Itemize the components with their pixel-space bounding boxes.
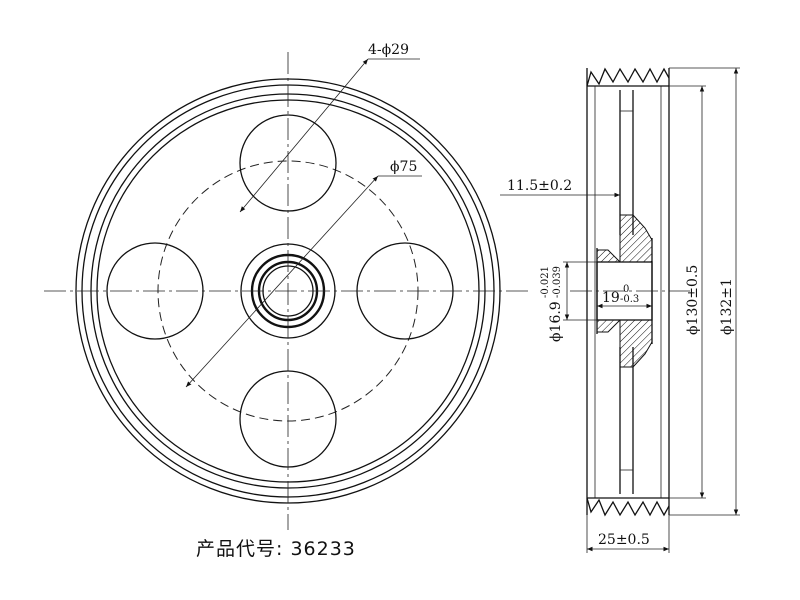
- top-grooves: [586, 67, 670, 87]
- product-code-prefix: 产品代号:: [196, 538, 284, 560]
- hub-tol-upper: 0: [623, 284, 629, 295]
- bore-label: ϕ16.9: [548, 301, 564, 342]
- hub-section-bottom: [596, 319, 653, 368]
- product-code: 产品代号: 36233: [196, 534, 356, 561]
- bore-tol-lower: -0.039: [552, 266, 563, 298]
- holes-label: 4-ϕ29: [368, 42, 409, 58]
- hole-right: [356, 242, 454, 340]
- hub-section-top: [596, 214, 653, 263]
- holes-dimension-line: [239, 58, 369, 213]
- side-view: 11.5±0.2 ϕ16.9 -0.021 -0.039 19 0 -0.3 ϕ…: [500, 67, 740, 553]
- product-code-value: 36233: [290, 538, 356, 560]
- offset-label: 11.5±0.2: [507, 178, 572, 194]
- bore-tol-upper: -0.021: [540, 266, 551, 298]
- bolt-circle-dimension-line: [185, 175, 379, 388]
- bottom-grooves: [586, 497, 670, 517]
- diameter-outer-label: ϕ132±1: [719, 278, 735, 335]
- diameter-inner-label: ϕ130±0.5: [685, 265, 701, 335]
- hub-tol-lower: -0.3: [620, 294, 639, 305]
- width-label: 25±0.5: [598, 532, 650, 548]
- bolt-circle-label: ϕ75: [390, 159, 417, 175]
- hub-label: 19: [602, 290, 620, 306]
- bore-label-group: ϕ16.9 -0.021 -0.039: [540, 266, 564, 342]
- front-view: 4-ϕ29 ϕ75: [44, 42, 532, 530]
